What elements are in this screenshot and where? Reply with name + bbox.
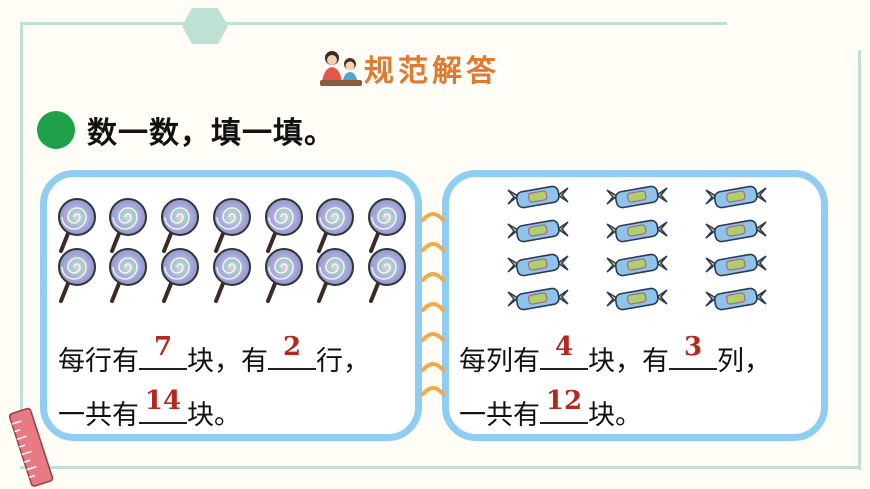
text-segment: 一共有 — [459, 400, 540, 431]
answer-value: 12 — [545, 386, 583, 416]
candy-icon — [606, 286, 668, 312]
text-segment: 一共有 — [58, 400, 139, 431]
text-segment: 块。 — [588, 400, 642, 431]
answer-blank[interactable]: 7 — [139, 334, 187, 370]
lollipop-icon — [57, 247, 97, 303]
lollipop-icon — [212, 247, 252, 303]
candy-icon — [606, 252, 668, 278]
answer-blank[interactable]: 2 — [268, 334, 316, 370]
candy-icon — [606, 218, 668, 244]
frame-top-line — [20, 22, 727, 25]
answer-value: 4 — [554, 332, 574, 362]
section-header: 规范解答 — [318, 48, 500, 89]
text-segment: 块，有 — [588, 346, 669, 377]
lollipop-icon — [367, 247, 407, 303]
candy-icon — [705, 218, 767, 244]
lollipop-icon — [160, 247, 200, 303]
text-segment: 每列有 — [459, 346, 540, 377]
green-dot-icon — [37, 111, 75, 149]
candy-icon — [507, 286, 569, 312]
lollipop-line-1: 每行有 7 块，有 2 行， — [58, 334, 370, 378]
teacher-student-icon — [320, 51, 362, 86]
answer-blank[interactable]: 4 — [540, 334, 588, 370]
candy-icon — [507, 252, 569, 278]
lollipop-icon — [315, 247, 355, 303]
candy-column-3 — [705, 184, 767, 312]
answer-value: 14 — [144, 386, 182, 416]
candy-icon — [705, 252, 767, 278]
lollipop-icon — [264, 197, 304, 253]
text-segment: 行， — [316, 346, 370, 377]
text-segment: 列， — [717, 346, 771, 377]
answer-value: 2 — [282, 332, 302, 362]
candy-line-1: 每列有 4 块，有 3 列， — [459, 334, 771, 378]
text-segment: 块。 — [187, 400, 241, 431]
lollipop-row-2 — [57, 247, 407, 303]
answer-blank[interactable]: 14 — [139, 388, 187, 424]
answer-blank[interactable]: 3 — [669, 334, 717, 370]
frame-right-line — [858, 50, 861, 470]
lollipop-grid — [57, 197, 407, 303]
frame-bottom-line — [20, 466, 860, 469]
hexagon-decoration — [182, 8, 228, 44]
candy-grid — [507, 184, 767, 312]
lollipop-icon — [108, 247, 148, 303]
candy-icon — [507, 218, 569, 244]
lollipop-icon — [212, 197, 252, 253]
lollipop-icon — [367, 197, 407, 253]
text-segment: 块，有 — [187, 346, 268, 377]
candy-icon — [705, 184, 767, 210]
candy-column-1 — [507, 184, 569, 312]
ruler-icon — [8, 407, 54, 487]
lollipop-icon — [108, 197, 148, 253]
candy-icon — [507, 184, 569, 210]
lollipop-row-1 — [57, 197, 407, 253]
answer-blank[interactable]: 12 — [540, 388, 588, 424]
lollipop-icon — [160, 197, 200, 253]
lollipop-icon — [264, 247, 304, 303]
question-text: 数一数，填一填。 — [87, 116, 335, 151]
candy-column-2 — [606, 184, 668, 312]
answer-value: 7 — [153, 332, 173, 362]
candy-icon — [606, 184, 668, 210]
lollipop-icon — [315, 197, 355, 253]
text-segment: 每行有 — [58, 346, 139, 377]
header-title: 规范解答 — [364, 54, 500, 89]
candy-icon — [705, 286, 767, 312]
lollipop-icon — [57, 197, 97, 253]
answer-value: 3 — [683, 332, 703, 362]
question-row: 数一数，填一填。 — [37, 108, 335, 152]
binder-rings — [421, 212, 445, 396]
frame-left-line — [20, 22, 23, 452]
